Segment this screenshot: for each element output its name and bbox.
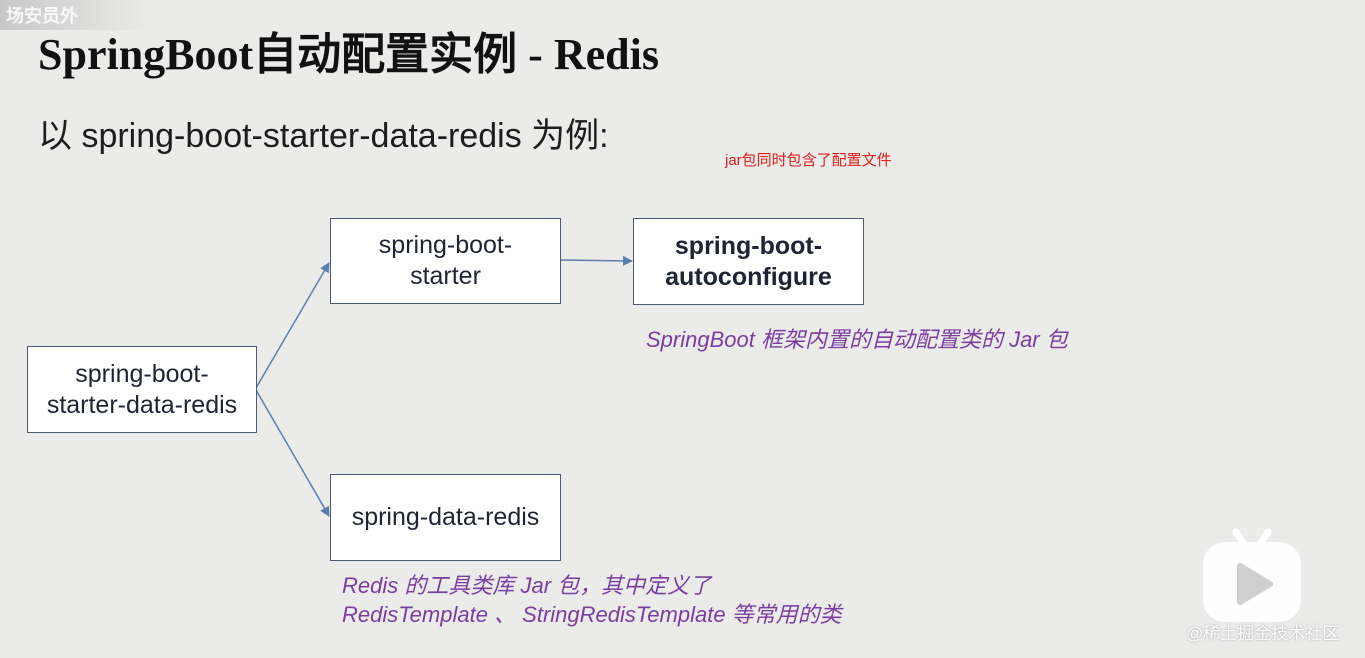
caption-spring-data-redis: Redis 的工具类库 Jar 包，其中定义了 RedisTemplate 、 … <box>342 573 842 627</box>
box-label: spring-boot- autoconfigure <box>665 231 832 291</box>
caption-autoconfigure: SpringBoot 框架内置的自动配置类的 Jar 包 <box>646 327 1068 352</box>
arrow-to-spring-data-redis <box>255 389 330 517</box>
watermark-bottom-right: @稀土掘金技术社区 <box>1186 624 1340 643</box>
box-spring-boot-autoconfigure: spring-boot- autoconfigure <box>633 218 864 305</box>
annotation-note: jar包同时包含了配置文件 <box>725 152 892 169</box>
slide-subtitle: 以 spring-boot-starter-data-redis 为例: <box>38 117 609 155</box>
arrow-to-boot-starter <box>255 262 330 389</box>
box-label: spring-boot- starter <box>378 231 513 290</box>
box-spring-data-redis: spring-data-redis <box>330 474 561 561</box>
box-label: spring-data-redis <box>351 503 540 531</box>
box-spring-boot-starter-data-redis: spring-boot- starter-data-redis <box>27 346 257 433</box>
box-spring-boot-starter: spring-boot- starter <box>330 218 561 304</box>
arrow-to-autoconfigure <box>559 255 633 266</box>
play-icon[interactable] <box>1200 528 1304 624</box>
watermark-top-left: 场安员外 <box>0 0 150 30</box>
slide-title: SpringBoot自动配置实例 - Redis <box>38 30 659 79</box>
box-label: spring-boot- starter-data-redis <box>46 359 238 419</box>
